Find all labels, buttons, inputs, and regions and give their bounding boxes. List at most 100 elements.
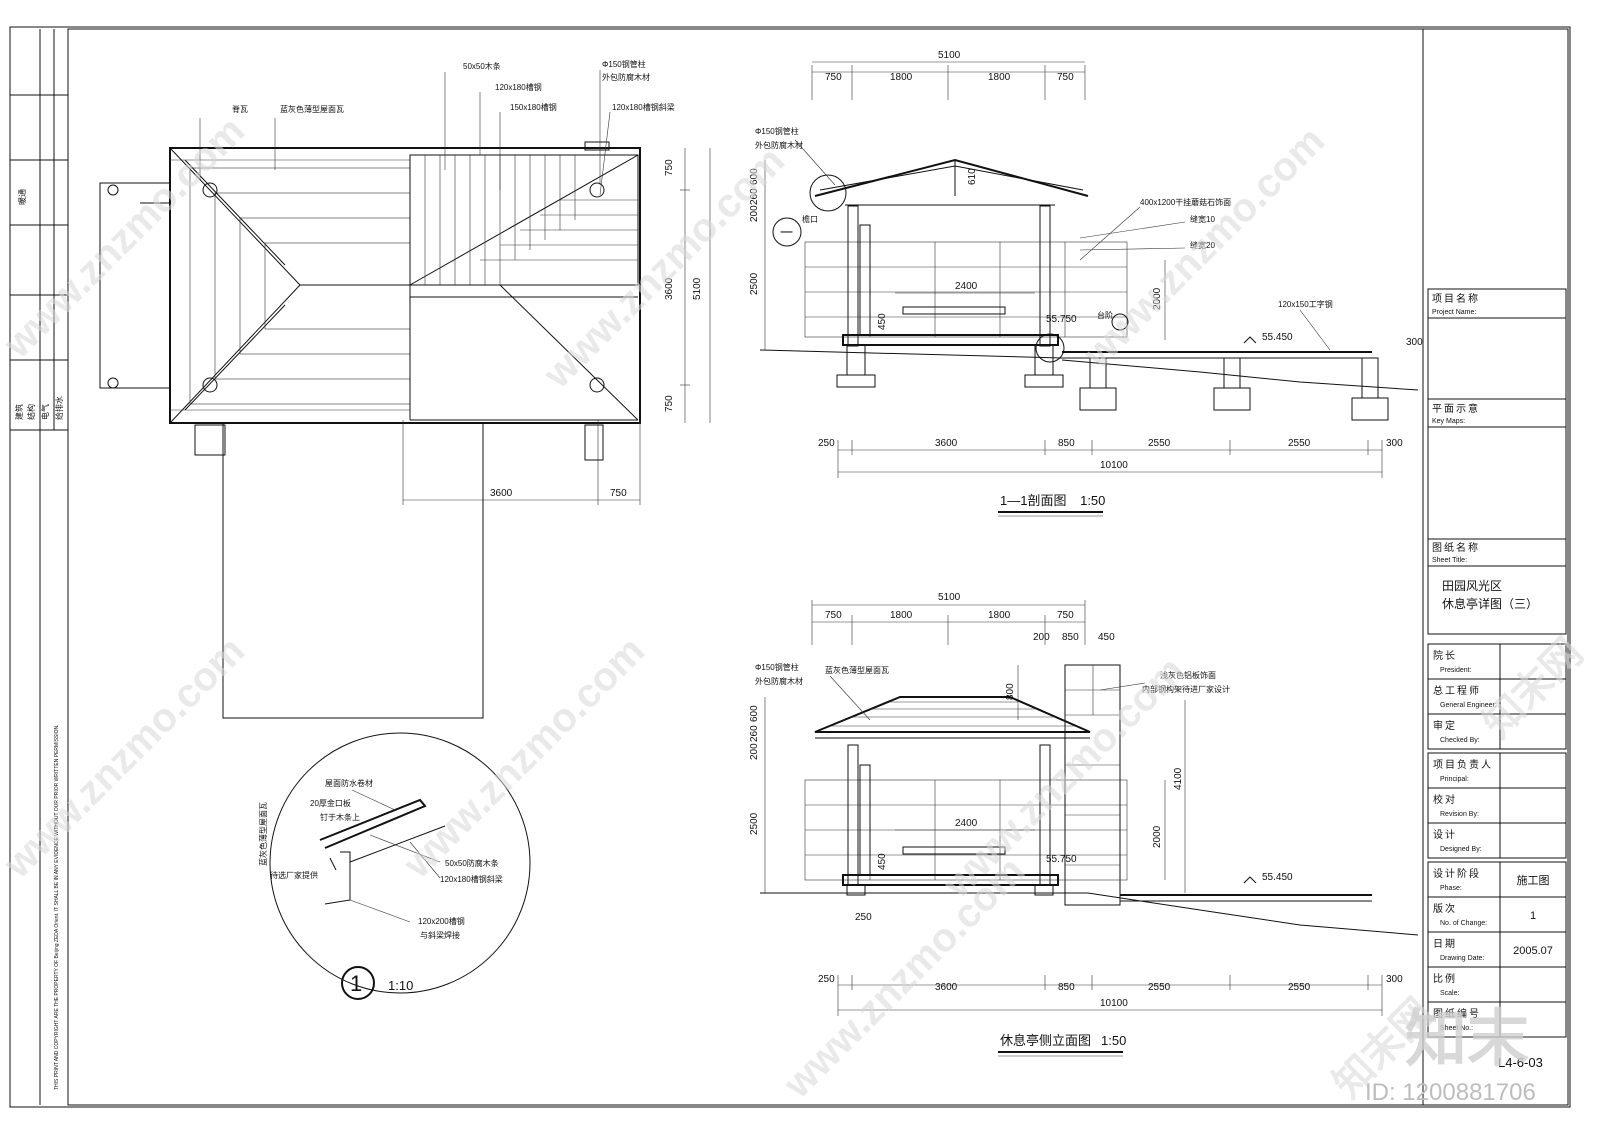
eave-detail: 屋面防水卷材 20厚金口板 钉于木条上 蓝灰色薄型屋面瓦 待选厂家提供 50x5… (258, 732, 531, 1000)
tb-row-label: 设计阶段 (1433, 867, 1481, 880)
detail-number: 1 (350, 971, 362, 996)
sec-dim-b-3: 850 (1058, 438, 1075, 449)
plan-dim-mid: 3600 (664, 277, 675, 300)
hvac-label: 暖通 (17, 189, 27, 205)
elev-label-pipe-wrap: 外包防腐木材 (755, 676, 803, 686)
tb-row-value: 施工图 (1517, 874, 1550, 887)
tb-row-en: Revision By: (1440, 811, 1479, 818)
detail-label-weld: 与斜梁焊接 (420, 930, 460, 940)
plan-dim-h2: 750 (610, 488, 627, 499)
sec-label-stone: 400x1200干挂蘑菇石饰面 (1140, 197, 1231, 207)
sec-seat: 450 (877, 313, 888, 330)
plan-label-ridge-tile: 脊瓦 (232, 104, 248, 114)
sec-v-200: 200 (749, 205, 760, 222)
detail-label-nailed: 钉于木条上 (320, 812, 360, 822)
watermark-site-2: www.znzmo.com (535, 138, 794, 397)
sec-wall: 2000 (1152, 287, 1163, 310)
elev-total-bottom: 10100 (1100, 998, 1128, 1009)
elev-elev2: 55.450 (1262, 872, 1293, 883)
sec-v-260: 260 (749, 188, 760, 205)
elev-label-tower-frame: 内部钢构架待进厂家设计 (1142, 684, 1230, 694)
elev-label-roof-tile: 蓝灰色薄型屋面瓦 (825, 665, 889, 675)
sec-label-seam20: 缝宽20 (1190, 240, 1215, 250)
plan-label-steel-150: 150x180槽钢 (510, 102, 557, 112)
elev-v-2500: 2500 (749, 812, 760, 835)
joists (424, 155, 638, 285)
plan-dim-top: 750 (664, 159, 675, 176)
tb-sheettitle-cn: 图纸名称 (1432, 541, 1480, 554)
elev-dim-b-1: 250 (818, 974, 835, 985)
elev-seat: 450 (877, 853, 888, 870)
elev-base: 250 (855, 912, 872, 923)
tb-row-en: General Engineer: (1440, 702, 1497, 709)
elev-dim-b-6: 300 (1386, 974, 1403, 985)
detail-label-beam: 120x180槽钢斜梁 (440, 874, 503, 884)
detail-label-wood: 50x50防腐木条 (445, 858, 499, 868)
sec-dim-top-4: 750 (1057, 72, 1074, 83)
tb-sheet-no: L4-6-03 (1498, 1055, 1543, 1070)
tb-row-en: Sheet No.: (1440, 1025, 1473, 1032)
elev-dim-top-3: 1800 (988, 610, 1011, 621)
watermark-id: ID: 1200881706 (1365, 1079, 1536, 1106)
tb-sheettitle-1: 田园风光区 (1442, 579, 1502, 593)
tb-row-en: Drawing Date: (1440, 955, 1484, 962)
elev-tower-h: 4100 (1173, 767, 1184, 790)
section-1-1: 5100 750 1800 1800 750 610 2400 450 (749, 50, 1423, 517)
watermark-site-3: www.znzmo.com (1075, 118, 1334, 377)
sec-label-seam10: 缝宽10 (1190, 214, 1215, 224)
elev-total-top: 5100 (938, 592, 961, 603)
discipline-plumb: 给排水 (54, 396, 64, 420)
tb-row-label: 审定 (1433, 719, 1457, 732)
elev-dim-top-1: 750 (825, 610, 842, 621)
sec-end: 300 (1406, 337, 1423, 348)
sec-label-pipe-col: Φ150钢管柱 (755, 126, 799, 136)
sec-label-step: 台阶 (1097, 310, 1113, 320)
tb-row (1427, 713, 1567, 750)
sec-label-eave: 檐口 (802, 214, 818, 224)
sec-ridge: 610 (967, 168, 978, 185)
elev-label-tower-face: 浅灰色铝板饰面 (1160, 670, 1216, 680)
tb-row-label: 设计 (1433, 828, 1457, 841)
sec-total-bottom: 10100 (1100, 460, 1128, 471)
sec-dim-top-1: 750 (825, 72, 842, 83)
elev-bench: 2400 (955, 818, 978, 829)
tb-row-en: President: (1440, 667, 1472, 674)
tb-row-label: 校对 (1433, 793, 1457, 806)
tb-row-en: Checked By: (1440, 737, 1480, 744)
tb-row-label: 项目负责人 (1433, 758, 1493, 771)
plan-dim-h1: 3600 (490, 488, 513, 499)
elev-v-600: 600 (749, 705, 760, 722)
tb-row-label: 图纸编号 (1433, 1007, 1481, 1020)
watermark-brand-2: 知末网 (1475, 630, 1591, 746)
plan-label-pipe-col: Φ150钢管柱 (602, 59, 646, 69)
elev-v-260: 260 (749, 725, 760, 742)
elev-dim-b-4: 2550 (1148, 982, 1171, 993)
elev-dim-top-4: 750 (1057, 610, 1074, 621)
tb-row-value: 1 (1530, 910, 1536, 922)
sec-elev2: 55.450 (1262, 332, 1293, 343)
left-strip: 暖通 建筑 结构 电气 给排水 THIS PRINT AND COPYRIGHT… (10, 29, 68, 1105)
tb-keymap-en: Key Maps: (1432, 418, 1465, 425)
sec-label-ibeam: 120x150工字钢 (1278, 299, 1333, 309)
section-title: 1—1剖面图 1:50 (1000, 493, 1105, 508)
sec-elev1: 55.750 (1046, 314, 1077, 325)
tb-row-label: 日期 (1433, 938, 1457, 950)
drawing-frame (67, 28, 1569, 1106)
tb-row-en: Phase: (1440, 885, 1462, 892)
sec-dim-b-1: 250 (818, 438, 835, 449)
tb-row (1427, 822, 1567, 859)
sec-v-600: 600 (749, 168, 760, 185)
sec-dim-top-3: 1800 (988, 72, 1011, 83)
side-elevation: 5100 750 1800 1800 750 200 850 450 (749, 592, 1419, 1057)
plan-dim-bottom: 750 (664, 395, 675, 412)
discipline-elec: 电气 (40, 404, 50, 420)
detail-label-supplier: 待选厂家提供 (270, 870, 318, 880)
plan-label-roof-tile: 蓝灰色薄型屋面瓦 (280, 104, 344, 114)
sec-bench: 2400 (955, 281, 978, 292)
roof-tiles (830, 701, 1075, 727)
detail-label-waterproof: 屋面防水卷材 (325, 778, 373, 788)
detail-label-board: 20厚金口板 (310, 798, 351, 808)
tb-row-value: 2005.07 (1513, 945, 1553, 957)
